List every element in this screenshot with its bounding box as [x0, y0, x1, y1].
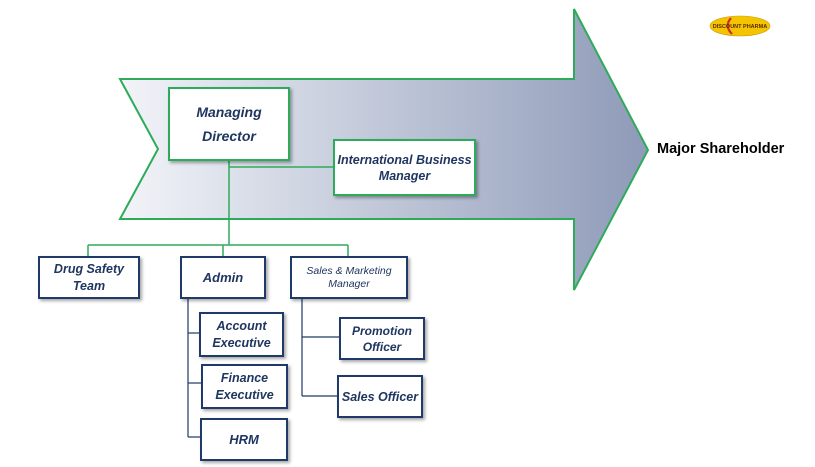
managing-director-line1: Managing	[196, 104, 262, 120]
drug-safety-team-box: Drug Safety Team	[38, 256, 140, 299]
hrm-box: HRM	[200, 418, 288, 461]
ibm-line2: Manager	[378, 168, 431, 183]
finance-executive-box: Finance Executive	[201, 364, 288, 409]
admin-label: Admin	[202, 270, 244, 285]
ae-line1: Account	[216, 318, 267, 333]
sales-marketing-manager-box: Sales & Marketing Manager	[290, 256, 408, 299]
ae-line2: Executive	[212, 335, 271, 350]
company-logo: DISCOUNT PHARMA	[709, 15, 771, 37]
fe-line1: Finance	[220, 370, 269, 385]
major-shareholder-label: Major Shareholder	[657, 141, 785, 157]
sales-officer-box: Sales Officer	[337, 375, 423, 418]
po-line1: Promotion	[352, 323, 412, 338]
ibm-line1: International Business	[337, 152, 472, 167]
fe-line2: Executive	[215, 387, 274, 402]
managing-director-line2: Director	[202, 128, 256, 144]
sub-connector-lines	[187, 299, 339, 438]
dst-line2: Team	[72, 278, 106, 293]
so-label: Sales Officer	[341, 389, 419, 404]
dst-line1: Drug Safety	[53, 261, 125, 276]
logo-text: DISCOUNT PHARMA	[713, 24, 767, 30]
smm-line1: Sales & Marketing	[306, 264, 392, 277]
managing-director-box: Managing Director	[168, 87, 290, 161]
logo-swoosh	[726, 17, 733, 35]
admin-box: Admin	[180, 256, 266, 299]
account-executive-box: Account Executive	[199, 312, 284, 357]
connector-lines	[87, 161, 349, 256]
logo-ellipse	[709, 15, 771, 37]
hrm-label: HRM	[229, 432, 259, 447]
international-business-manager-box: International Business Manager	[333, 139, 476, 196]
promotion-officer-box: Promotion Officer	[339, 317, 425, 360]
smm-line2: Manager	[328, 277, 370, 290]
po-line2: Officer	[362, 339, 402, 354]
